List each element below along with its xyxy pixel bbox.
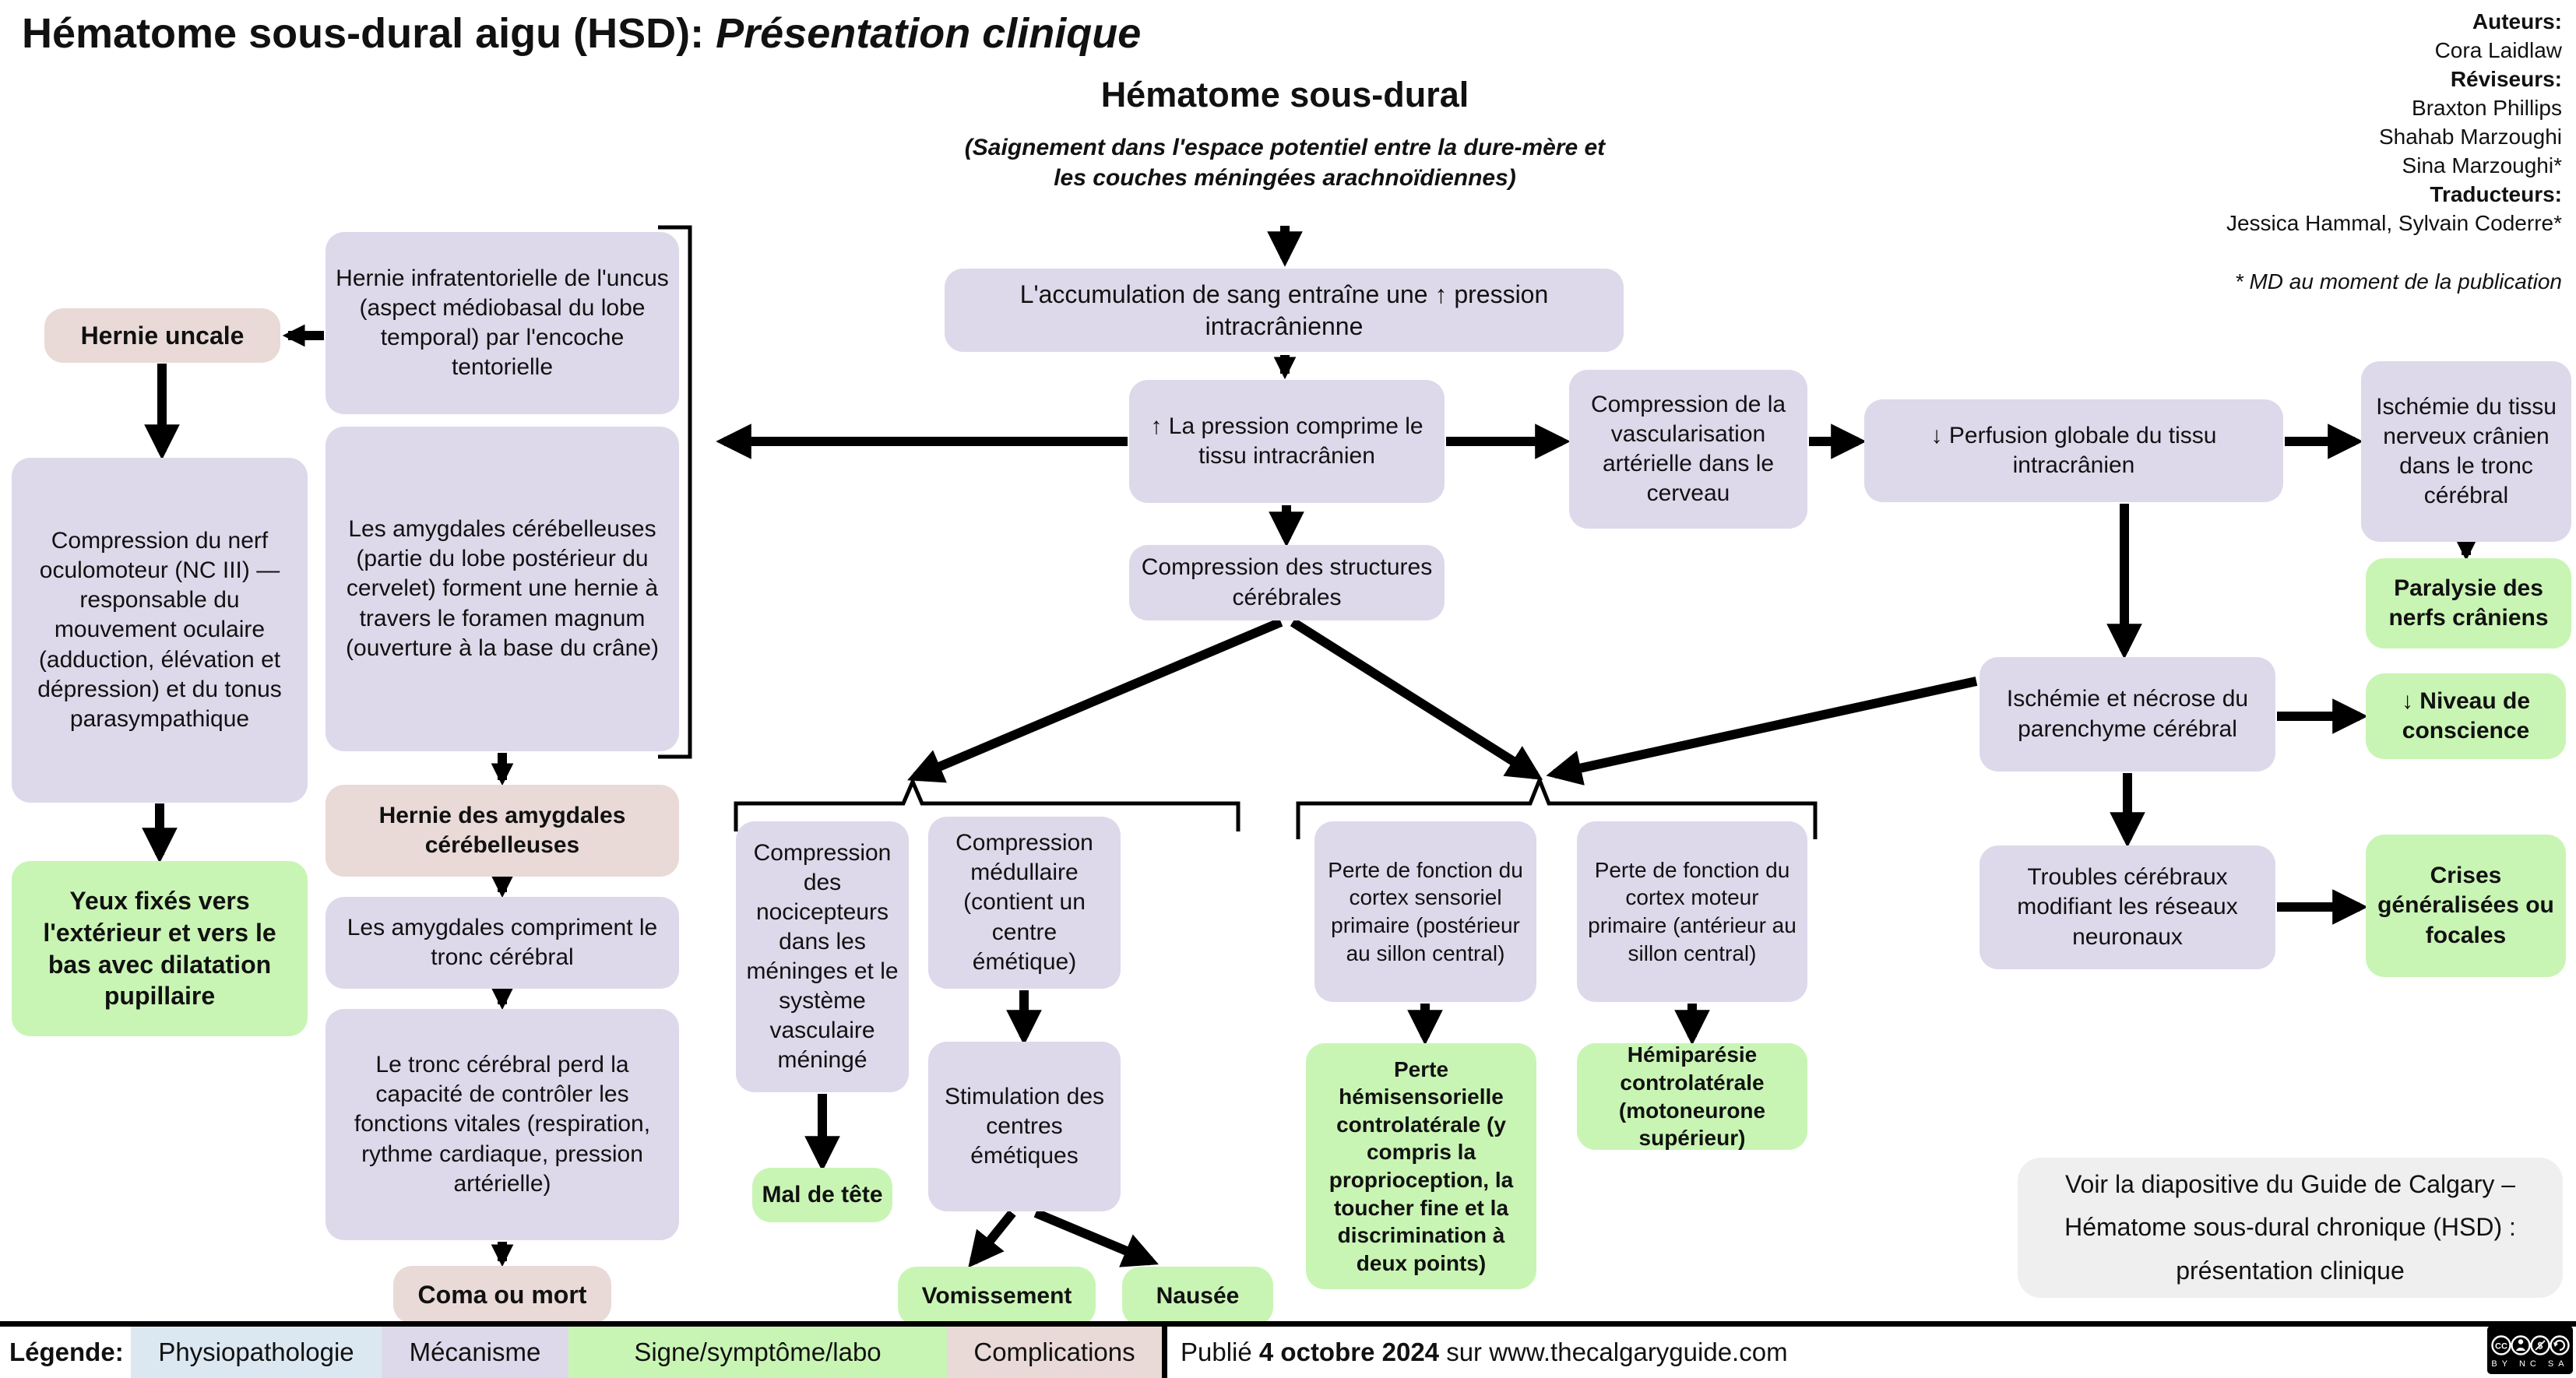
- non-commercial-icon: [2530, 1335, 2550, 1355]
- node-hernie-infra: Hernie infratentorielle de l'uncus (aspe…: [326, 232, 679, 414]
- node-compression-structures: Compression des structures cérébrales: [1129, 545, 1445, 620]
- cc-icon: [2491, 1335, 2511, 1355]
- legend-item-sign-symptom-lab: Signe/symptôme/labo: [568, 1327, 947, 1378]
- credits-reviewer: Shahab Marzoughi: [2378, 124, 2562, 149]
- credits-reviewers-label: Réviseurs:: [2450, 66, 2562, 91]
- node-hernie-amygdales: Hernie des amygdales cérébelleuses: [326, 785, 679, 877]
- node-nocicepteurs: Compression des nocicepteurs dans les mé…: [736, 821, 909, 1092]
- cc-license-badge: CC $ BY NC SA: [2487, 1326, 2573, 1374]
- credits-author: Cora Laidlaw: [2434, 37, 2562, 62]
- node-amygdales-hernie: Les amygdales cérébelleuses (partie du l…: [326, 427, 679, 751]
- node-paralysie: Paralysie des nerfs crâniens: [2366, 558, 2571, 649]
- node-ischemie-tronc: Ischémie du tissu nerveux crânien dans l…: [2361, 361, 2571, 542]
- credits-footnote: * MD au moment de la publication: [2234, 269, 2562, 294]
- node-cortex-sensoriel: Perte de fonction du cortex sensoriel pr…: [1314, 821, 1536, 1002]
- cc-license-text: BY NC SA: [2491, 1359, 2569, 1369]
- node-amygdales-compriment: Les amygdales compriment le tronc cérébr…: [326, 897, 679, 989]
- attribution-icon: [2511, 1335, 2531, 1355]
- diagram-subtitle: (Saignement dans l'espace potentiel entr…: [964, 135, 1606, 191]
- node-niveau-conscience: ↓ Niveau de conscience: [2366, 673, 2566, 759]
- node-perfusion: ↓ Perfusion globale du tissu intracrânie…: [1864, 399, 2283, 502]
- publish-date: 4 octobre 2024: [1258, 1338, 1440, 1366]
- node-mal-de-tete: Mal de tête: [752, 1168, 892, 1222]
- node-yeux: Yeux fixés vers l'extérieur et vers le b…: [12, 861, 308, 1036]
- svg-text:CC: CC: [2495, 1342, 2507, 1352]
- node-see-slide-note: Voir la diapositive du Guide de Calgary …: [2018, 1158, 2563, 1298]
- share-alike-icon: [2550, 1335, 2570, 1355]
- node-hernie-uncale: Hernie uncale: [44, 308, 280, 363]
- credits-translator: Jessica Hammal, Sylvain Coderre*: [2226, 210, 2562, 235]
- publish-suffix: sur www.thecalgaryguide.com: [1439, 1338, 1788, 1366]
- credits-block: Auteurs: Cora Laidlaw Réviseurs: Braxton…: [2226, 8, 2562, 297]
- node-crises: Crises généralisées ou focales: [2366, 835, 2566, 977]
- node-vascularisation: Compression de la vascularisation artéri…: [1569, 370, 1807, 529]
- page-title: Hématome sous-dural aigu (HSD): Présenta…: [22, 9, 1141, 58]
- page-title-main: Hématome sous-dural aigu (HSD):: [22, 10, 716, 57]
- node-accumulation: L'accumulation de sang entraîne une ↑ pr…: [945, 269, 1624, 352]
- page-title-italic: Présentation clinique: [716, 10, 1142, 57]
- node-perte-hemisensorielle: Perte hémisensorielle controlatérale (y …: [1306, 1043, 1536, 1289]
- credits-reviewer: Sina Marzoughi*: [2402, 153, 2562, 178]
- legend-item-mechanism: Mécanisme: [382, 1327, 568, 1378]
- node-nausee: Nausée: [1122, 1267, 1273, 1326]
- diagram-heading: Hématome sous-dural: [1100, 75, 1469, 114]
- node-vomissement: Vomissement: [898, 1267, 1096, 1326]
- legend-item-complications: Complications: [947, 1327, 1162, 1378]
- publish-prefix: Publié: [1181, 1338, 1259, 1366]
- cc-license-icons: CC $: [2491, 1335, 2570, 1355]
- node-medullaire: Compression médullaire (contient un cent…: [928, 817, 1121, 989]
- legend-item-pathophysiology: Physiopathologie: [131, 1327, 382, 1378]
- node-pression: ↑ La pression comprime le tissu intracrâ…: [1129, 380, 1445, 503]
- publish-line: Publié 4 octobre 2024 sur www.thecalgary…: [1181, 1327, 2426, 1378]
- node-troubles: Troubles cérébraux modifiant les réseaux…: [1980, 845, 2275, 969]
- node-stimulation: Stimulation des centres émétiques: [928, 1042, 1121, 1211]
- node-hemiparesie: Hémiparésie controlatérale (motoneurone …: [1577, 1042, 1807, 1150]
- legend-label: Légende:: [9, 1338, 124, 1366]
- credits-authors-label: Auteurs:: [2472, 9, 2562, 33]
- legend-bar: Légende: Physiopathologie Mécanisme Sign…: [0, 1321, 2576, 1378]
- node-tronc-perd: Le tronc cérébral perd la capacité de co…: [326, 1009, 679, 1240]
- node-ischemie-necrose: Ischémie et nécrose du parenchyme cérébr…: [1980, 657, 2275, 772]
- legend-divider: [1162, 1327, 1167, 1378]
- credits-translators-label: Traducteurs:: [2430, 181, 2562, 206]
- credits-reviewer: Braxton Phillips: [2412, 95, 2562, 120]
- node-cortex-moteur: Perte de fonction du cortex moteur prima…: [1577, 821, 1807, 1002]
- node-nc3: Compression du nerf oculomoteur (NC III)…: [12, 458, 308, 803]
- node-coma: Coma ou mort: [393, 1266, 611, 1324]
